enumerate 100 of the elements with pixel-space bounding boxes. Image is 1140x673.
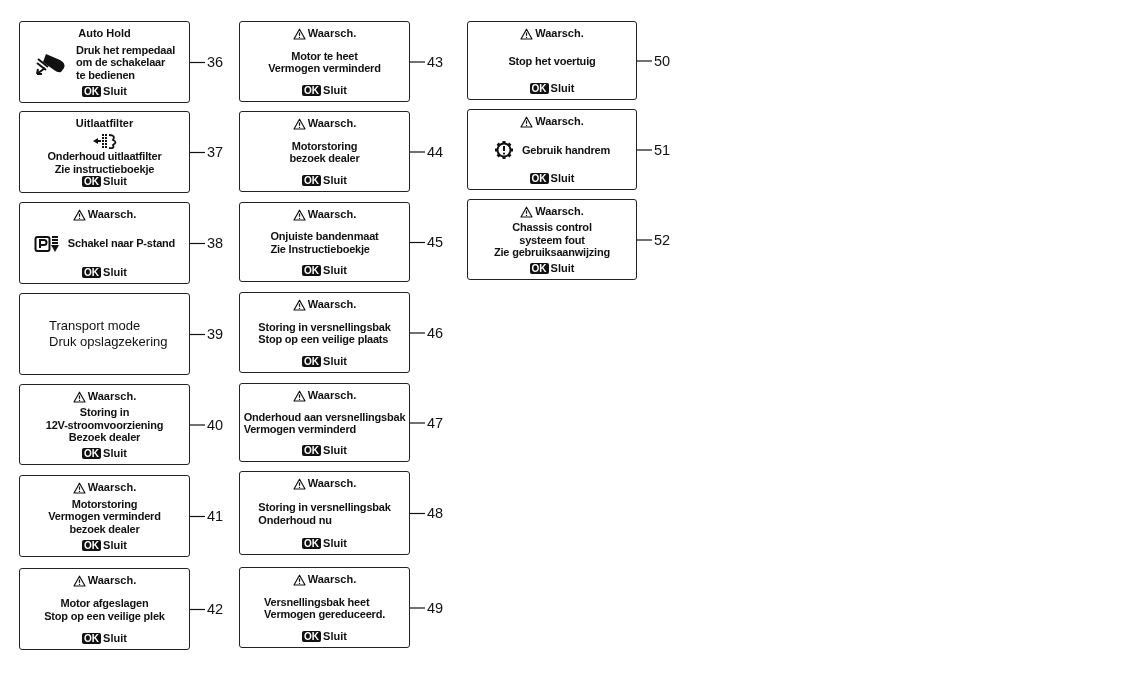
message-screen	[239, 21, 410, 102]
ok-key: OK	[82, 632, 102, 644]
callout-number: 39	[207, 326, 224, 342]
message-screen	[19, 475, 190, 557]
callout-number: 47	[427, 414, 444, 431]
callout-number: 52	[654, 231, 671, 248]
screen-message: Versnellingsbak heet Vermogen gereduceerd.	[263, 595, 386, 621]
callout-number: 43	[427, 53, 444, 70]
callout-number: 51	[654, 141, 671, 158]
ok-key: OK	[302, 630, 322, 642]
screen-title: Waarsch.	[87, 574, 137, 587]
message-screen	[467, 199, 637, 280]
message-screen	[19, 384, 190, 465]
message-screen	[239, 471, 410, 555]
close-action: Sluit	[550, 82, 575, 94]
callout-number: 42	[207, 601, 224, 617]
leader-line	[409, 607, 426, 609]
close-action: Sluit	[550, 172, 575, 184]
ok-key: OK	[82, 266, 102, 278]
screen-message: Onderhoud aan versnellingsbak Vermogen verminderd	[243, 410, 406, 436]
message-screen	[239, 383, 410, 462]
leader-line	[409, 422, 426, 424]
screen-message: Onderhoud uitlaatfilter Zie instructieboekje	[47, 150, 162, 175]
message-screen	[19, 21, 190, 103]
screen-title: Waarsch.	[307, 27, 357, 40]
callout-number: 46	[427, 324, 444, 341]
screen-message: Storing in versnellingsbak Onderhoud nu	[258, 501, 391, 526]
callout-number: 49	[427, 599, 444, 616]
ok-key: OK	[82, 175, 102, 187]
close-action: Sluit	[103, 539, 127, 551]
close-action: Sluit	[103, 266, 127, 278]
ok-key: OK	[529, 82, 549, 94]
message-screen	[239, 111, 410, 192]
close-action: Sluit	[323, 264, 347, 276]
screen-message: Motorstoring Vermogen verminderd bezoek dealer	[48, 497, 161, 536]
ok-key: OK	[529, 262, 549, 274]
leader-line	[409, 332, 426, 334]
callout-number: 36	[207, 54, 224, 70]
leader-line	[636, 60, 653, 62]
screen-message: Onjuiste bandenmaat Zie Instructieboekje	[270, 230, 379, 255]
close-action: Sluit	[323, 630, 347, 642]
ok-key: OK	[302, 84, 322, 96]
screen-title: Waarsch.	[535, 115, 584, 128]
message-screen	[239, 202, 410, 282]
message-screen	[19, 568, 190, 650]
message-screen	[467, 109, 637, 190]
callout-number: 48	[427, 505, 444, 521]
message-screen	[19, 111, 190, 193]
screen-message: Motor afgeslagen Stop op een veilige plek	[44, 597, 165, 622]
ok-key: OK	[82, 539, 102, 551]
screen-message: Storing in versnellingsbak Stop op een veilige plaats	[258, 320, 391, 346]
screen-message: Schakel naar P-stand	[67, 237, 176, 250]
screen-title: Waarsch.	[87, 208, 137, 221]
callout-number: 40	[207, 416, 224, 433]
screen-title: Auto Hold	[78, 27, 131, 40]
screen-title: Waarsch.	[87, 390, 137, 403]
leader-line	[636, 239, 653, 241]
message-screen	[239, 567, 410, 648]
leader-line	[409, 61, 426, 63]
screen-title: Waarsch.	[307, 298, 357, 311]
ok-key: OK	[302, 444, 322, 456]
screen-message: Stop het voertuig	[508, 54, 596, 68]
message-screen	[19, 293, 190, 375]
screen-message: Chassis control systeem fout Zie gebruiksaanwijzing	[494, 221, 610, 259]
screen-title: Waarsch.	[307, 477, 357, 490]
close-action: Sluit	[323, 355, 347, 367]
ok-key: OK	[82, 447, 102, 459]
close-action: Sluit	[103, 447, 127, 459]
ok-key: OK	[302, 264, 322, 276]
screen-message: Druk het rempedaal om de schakelaar te bedienen	[75, 43, 176, 82]
screen-message: Motorstoring bezoek dealer	[289, 139, 360, 165]
screen-message: Transport mode Druk opslagzekering	[49, 318, 168, 350]
leader-line	[189, 424, 206, 426]
callout-number: 44	[427, 143, 444, 160]
screen-title: Waarsch.	[535, 27, 584, 40]
ok-key: OK	[529, 172, 549, 184]
leader-line	[636, 149, 653, 151]
close-action: Sluit	[103, 632, 127, 644]
ok-key: OK	[82, 85, 102, 97]
ok-key: OK	[302, 537, 322, 549]
callout-number: 45	[427, 234, 444, 250]
close-action: Sluit	[323, 84, 347, 96]
screen-title: Waarsch.	[307, 208, 357, 221]
ok-key: OK	[302, 355, 322, 367]
screen-message: Motor te heet Vermogen verminderd	[268, 49, 381, 75]
message-screen	[467, 21, 637, 100]
screen-title: Waarsch.	[535, 205, 584, 218]
screen-title: Waarsch.	[307, 117, 357, 130]
ok-key: OK	[302, 174, 322, 186]
screen-title: Waarsch.	[307, 573, 357, 586]
callout-number: 50	[654, 52, 671, 69]
callout-number: 41	[207, 508, 224, 524]
message-screen	[19, 202, 190, 284]
close-action: Sluit	[323, 174, 347, 186]
screen-message: Storing in 12V-stroomvoorziening Bezoek dealer	[45, 406, 164, 444]
screen-message: Gebruik handrem	[521, 143, 611, 157]
message-screen	[239, 292, 410, 373]
callout-number: 37	[207, 144, 224, 160]
callout-number: 38	[207, 235, 224, 251]
close-action: Sluit	[103, 85, 127, 97]
